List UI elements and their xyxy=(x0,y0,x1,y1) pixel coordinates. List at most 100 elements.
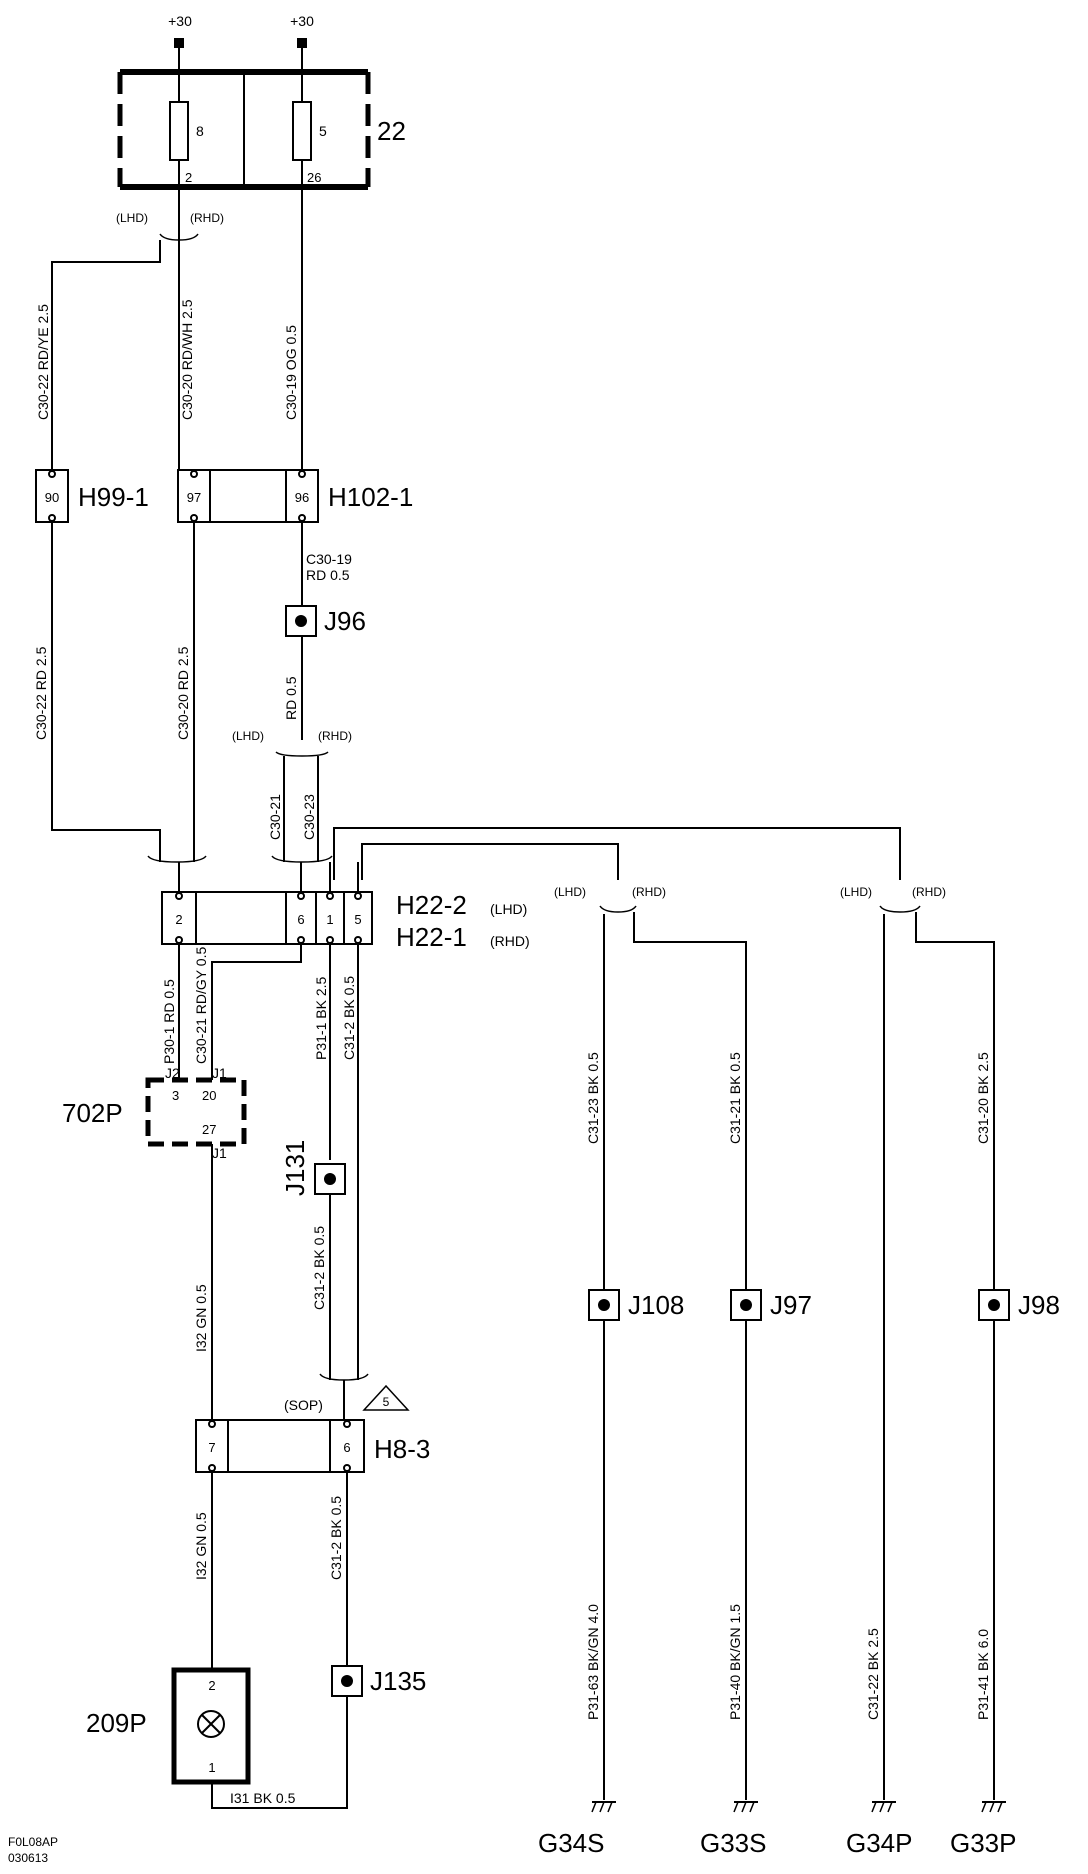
supply-terminal-left xyxy=(174,38,184,48)
wire-c31-21 xyxy=(633,912,747,1800)
702p-label: 702P xyxy=(62,1098,123,1128)
supply-terminal-right xyxy=(297,38,307,48)
702p-j1-top: J1 xyxy=(212,1065,227,1081)
label-c31-22: C31-22 BK 2.5 xyxy=(865,1628,881,1720)
connector-h102-1: 97 96 H102-1 xyxy=(177,469,413,523)
h22-pin-2: 2 xyxy=(175,912,182,927)
h102-1-pin-97: 97 xyxy=(187,490,201,505)
h102-1-label: H102-1 xyxy=(328,482,413,512)
h8-3-pin-6: 6 xyxy=(343,1440,350,1455)
ground-icon-g33p xyxy=(981,1801,1006,1813)
label-p31-1: P31-1 BK 2.5 xyxy=(313,977,329,1060)
h22-1-tag: (RHD) xyxy=(490,933,530,949)
h102-1-pin-96: 96 xyxy=(295,490,309,505)
ground-icon-g34s xyxy=(591,1801,616,1813)
label-c31-23: C31-23 BK 0.5 xyxy=(585,1052,601,1144)
variant-lhd-top: (LHD) xyxy=(116,211,148,225)
j131-label: J131 xyxy=(280,1140,310,1196)
fuse-pin-2: 2 xyxy=(185,170,192,185)
ground-label-g34s: G34S xyxy=(538,1828,605,1858)
label-rd-05: RD 0.5 xyxy=(283,676,299,720)
wire-c31-20 xyxy=(915,912,995,1800)
supply-label-left: +30 xyxy=(168,13,192,29)
splice-j96: J96 xyxy=(285,605,366,637)
h8-3-pin-7: 7 xyxy=(208,1440,215,1455)
label-c30-19-mid-2: RD 0.5 xyxy=(306,567,350,583)
h22-pin-6: 6 xyxy=(297,912,304,927)
702p-pin-20: 20 xyxy=(202,1088,216,1103)
702p-j2: J2 xyxy=(165,1065,180,1081)
supply-label-right: +30 xyxy=(290,13,314,29)
variant-sop: (SOP) xyxy=(284,1397,323,1413)
fuse-5 xyxy=(292,101,312,161)
fuse-box-id: 22 xyxy=(377,116,406,146)
wire-i31 xyxy=(211,1696,348,1809)
label-p31-40: P31-40 BK/GN 1.5 xyxy=(727,1604,743,1720)
ground-icon-g34p xyxy=(871,1801,896,1813)
h99-1-label: H99-1 xyxy=(78,482,149,512)
fuse-8-label: 8 xyxy=(196,123,204,139)
h8-3-label: H8-3 xyxy=(374,1434,430,1464)
variant-rhd-top: (RHD) xyxy=(190,211,224,225)
h22-1-label: H22-1 xyxy=(396,922,467,952)
footer-date: 030613 xyxy=(8,1851,48,1865)
label-c31-20: C31-20 BK 2.5 xyxy=(975,1052,991,1144)
label-i32-top: I32 GN 0.5 xyxy=(193,1284,209,1352)
j98-label: J98 xyxy=(1018,1290,1060,1320)
label-c30-23: C30-23 xyxy=(301,794,317,840)
ground-icon-g33s xyxy=(733,1801,758,1813)
fuse-box-22: 8 2 5 26 22 xyxy=(117,48,406,190)
variant-rhd-right-2: (RHD) xyxy=(912,885,946,899)
label-c31-21: C31-21 BK 0.5 xyxy=(727,1052,743,1144)
variant-rhd-mid: (RHD) xyxy=(318,729,352,743)
module-702p: J2 J1 3 20 27 J1 702P xyxy=(62,1065,247,1161)
label-c30-20-mid: C30-20 RD 2.5 xyxy=(175,646,191,740)
label-c31-2-bottom: C31-2 BK 0.5 xyxy=(328,1496,344,1580)
wire-c30-21-b xyxy=(211,944,302,1080)
label-c30-21-b: C30-21 RD/GY 0.5 xyxy=(193,947,209,1064)
fuse-5-label: 5 xyxy=(319,123,327,139)
label-c30-22-top: C30-22 RD/YE 2.5 xyxy=(35,304,51,420)
702p-pin-3: 3 xyxy=(172,1088,179,1103)
209p-pin-2: 2 xyxy=(208,1678,215,1693)
connector-h8-3: 7 6 H8-3 xyxy=(195,1419,430,1473)
variant-lhd-right-2: (LHD) xyxy=(840,885,872,899)
fuse-8 xyxy=(169,101,189,161)
j108-label: J108 xyxy=(628,1290,684,1320)
h22-pin-1: 1 xyxy=(326,912,333,927)
variant-rhd-right-1: (RHD) xyxy=(632,885,666,899)
h22-2-tag: (LHD) xyxy=(490,901,527,917)
label-c31-2-top: C31-2 BK 0.5 xyxy=(341,976,357,1060)
connector-h22: 2 6 1 5 H22-2 (LHD) H22-1 (RHD) xyxy=(161,890,530,952)
label-c30-19-mid-1: C30-19 xyxy=(306,551,352,567)
209p-label: 209P xyxy=(86,1708,147,1738)
label-c30-22-mid: C30-22 RD 2.5 xyxy=(33,646,49,740)
variant-lhd-right-1: (LHD) xyxy=(554,885,586,899)
label-c30-21: C30-21 xyxy=(267,794,283,840)
ground-label-g33s: G33S xyxy=(700,1828,767,1858)
label-p30-1: P30-1 RD 0.5 xyxy=(161,979,177,1064)
variant-lhd-mid: (LHD) xyxy=(232,729,264,743)
702p-j1-bottom: J1 xyxy=(212,1145,227,1161)
h22-pin-5: 5 xyxy=(354,912,361,927)
label-c31-2-mid: C31-2 BK 0.5 xyxy=(311,1226,327,1310)
209p-pin-1: 1 xyxy=(208,1760,215,1775)
wire-c30-22-mid xyxy=(51,522,161,862)
j97-label: J97 xyxy=(770,1290,812,1320)
j135-label: J135 xyxy=(370,1666,426,1696)
lamp-209p: 2 1 209P xyxy=(86,1667,251,1785)
note-triangle-5: 5 xyxy=(362,1384,410,1411)
label-i32-bottom: I32 GN 0.5 xyxy=(193,1512,209,1580)
label-p31-41: P31-41 BK 6.0 xyxy=(975,1629,991,1720)
h22-2-label: H22-2 xyxy=(396,890,467,920)
label-c30-19-top: C30-19 OG 0.5 xyxy=(283,325,299,420)
ground-label-g34p: G34P xyxy=(846,1828,913,1858)
h99-1-pin: 90 xyxy=(45,490,59,505)
splice-j97: J97 xyxy=(730,1289,812,1321)
ground-label-g33p: G33P xyxy=(950,1828,1017,1858)
note-marker-label: 5 xyxy=(383,1395,390,1409)
splice-j131: J131 xyxy=(280,1140,346,1196)
splice-j135: J135 xyxy=(331,1665,426,1697)
footer-code: F0L08AP xyxy=(8,1835,58,1849)
fuse-pin-26: 26 xyxy=(307,170,321,185)
